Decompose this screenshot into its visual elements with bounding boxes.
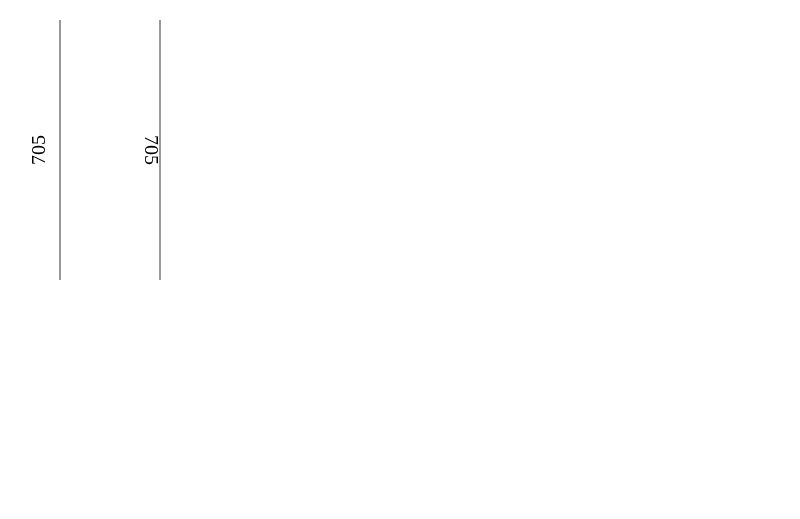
svg-text:705: 705 <box>28 135 50 165</box>
svg-text:705: 705 <box>140 135 162 165</box>
